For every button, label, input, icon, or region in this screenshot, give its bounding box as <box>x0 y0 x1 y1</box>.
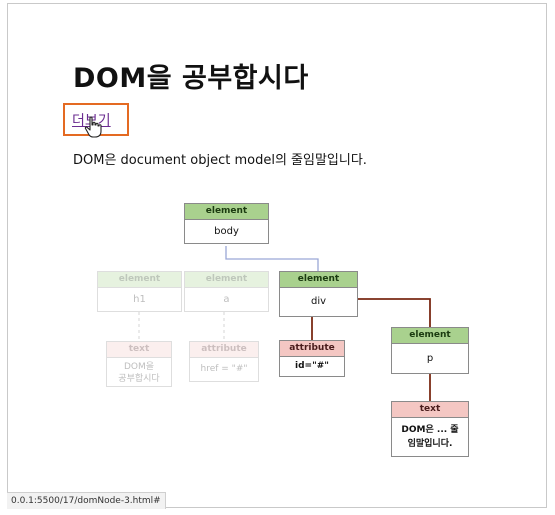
node-div-attribute-value: id="#" <box>279 356 345 377</box>
connector-div-p <box>358 298 431 327</box>
node-a-value: a <box>184 287 269 312</box>
node-div-header: element <box>279 271 358 287</box>
description-text: DOM은 document object model의 줄임말입니다. <box>73 153 367 168</box>
node-div-attribute: attribute id="#" <box>279 340 345 377</box>
status-bar-url: 0.0.1:5500/17/domNode-3.html# <box>7 492 166 509</box>
node-h1: element h1 <box>97 271 182 312</box>
node-h1-text: text DOM을 공부합시다 <box>106 341 172 387</box>
node-p-value: p <box>391 343 469 374</box>
node-body-value: body <box>184 219 269 244</box>
node-body-header: element <box>184 203 269 219</box>
node-div: element div <box>279 271 358 317</box>
node-a-attribute: attribute href = "#" <box>189 341 259 382</box>
node-p-text-value: DOM은 ... 줄 임말입니다. <box>391 417 469 457</box>
node-p-text-header: text <box>391 401 469 417</box>
node-h1-value: h1 <box>97 287 182 312</box>
node-a: element a <box>184 271 269 312</box>
node-a-header: element <box>184 271 269 287</box>
node-div-value: div <box>279 287 358 317</box>
node-a-attribute-header: attribute <box>189 341 259 357</box>
node-div-attribute-header: attribute <box>279 340 345 356</box>
hand-pointer-icon <box>84 116 102 138</box>
node-body: element body <box>184 203 269 244</box>
page-title: DOM을 공부합시다 <box>73 63 309 94</box>
node-h1-header: element <box>97 271 182 287</box>
connector-body-div <box>225 246 319 271</box>
node-h1-text-header: text <box>106 341 172 357</box>
node-a-attribute-value: href = "#" <box>189 357 259 382</box>
node-p: element p <box>391 327 469 374</box>
node-p-header: element <box>391 327 469 343</box>
node-h1-text-value: DOM을 공부합시다 <box>106 357 172 387</box>
node-p-text: text DOM은 ... 줄 임말입니다. <box>391 401 469 457</box>
